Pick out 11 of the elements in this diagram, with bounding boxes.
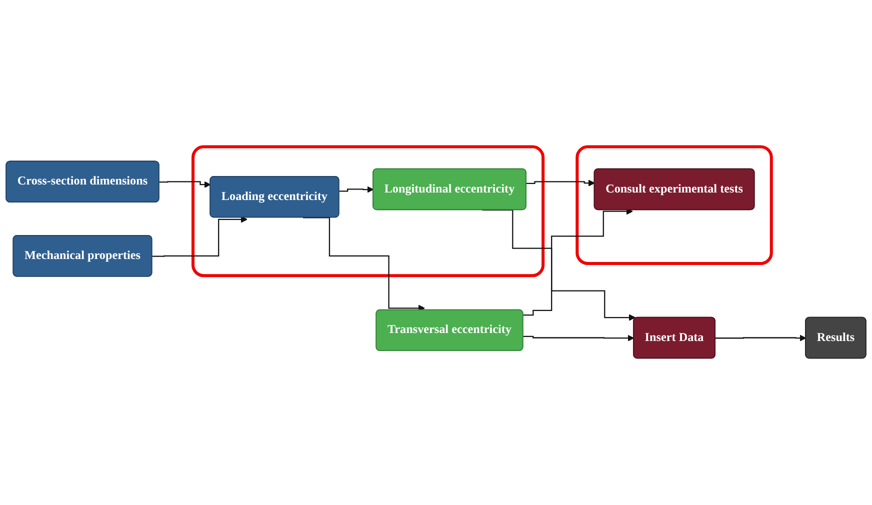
arrow — [523, 208, 633, 316]
arrow — [523, 334, 634, 342]
arrow — [339, 186, 374, 193]
arrow — [715, 334, 806, 342]
arrow — [526, 180, 595, 186]
cluster — [192, 145, 545, 278]
arrow — [159, 181, 211, 188]
arrow — [152, 216, 248, 257]
arrow — [482, 210, 636, 321]
arrow — [303, 217, 426, 312]
cluster — [576, 145, 773, 265]
